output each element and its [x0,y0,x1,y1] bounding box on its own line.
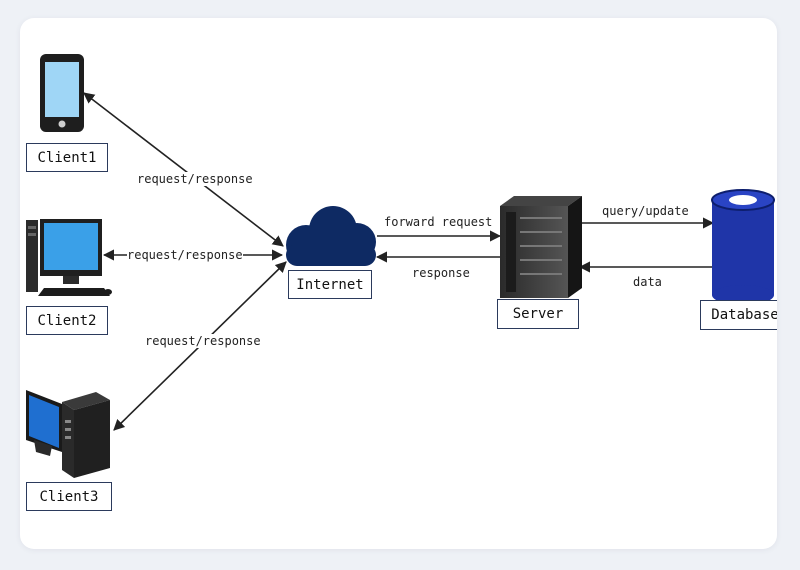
client3-label: Client3 [26,482,112,511]
server-label: Server [497,299,579,329]
edge-label-client2: request/response [127,248,243,262]
edge-label-response: response [412,266,470,280]
desktop-computer-icon [26,219,112,296]
edge-label-data: data [633,275,662,289]
edge-label-client1: request/response [137,172,253,186]
database-label-clip: Database [700,300,777,330]
edge-label-query-update: query/update [602,204,689,218]
edge-client1-internet [83,92,284,247]
edge-label-forward-request: forward request [384,215,493,229]
pc-tower-icon [26,390,110,478]
smartphone-icon [40,54,84,132]
client1-label: Client1 [26,143,108,172]
edge-label-client3: request/response [145,334,261,348]
database-label: Database [700,300,777,330]
cloud-icon [286,206,376,266]
client2-label: Client2 [26,306,108,335]
database-cylinder-icon [711,189,775,305]
internet-label: Internet [288,270,372,299]
server-rack-icon [500,196,582,298]
